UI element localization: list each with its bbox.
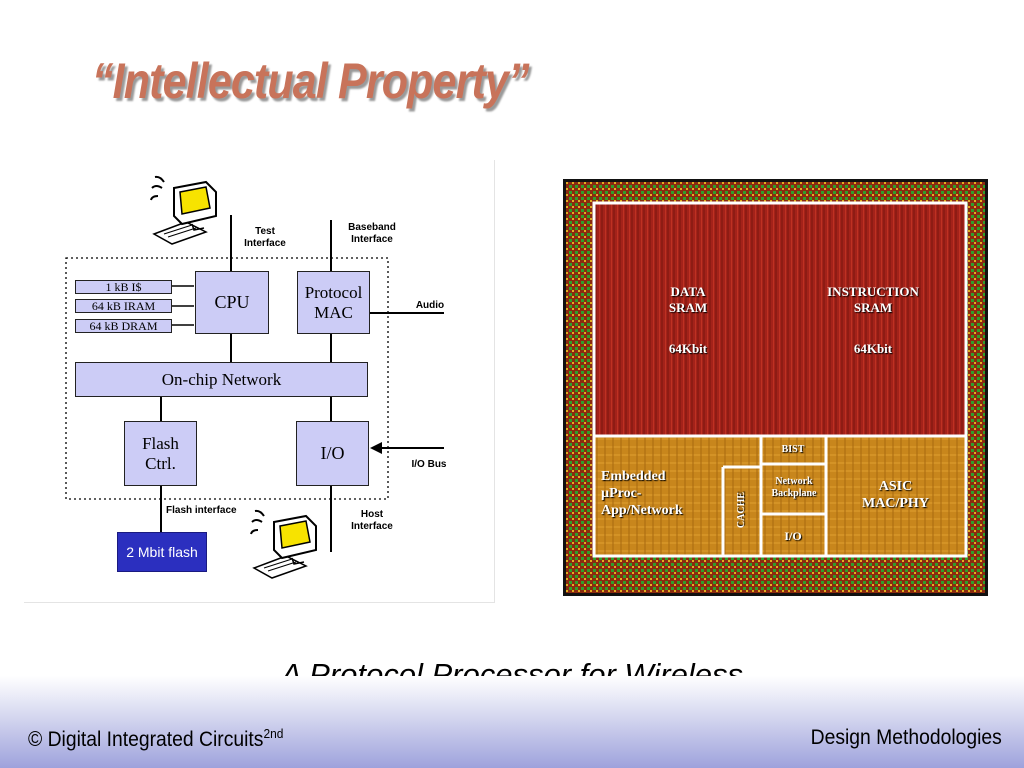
logic-region xyxy=(594,436,966,556)
cache-label: CACHE xyxy=(736,491,747,529)
data-sram-size: 64Kbit xyxy=(668,341,708,356)
audio-label: Audio xyxy=(415,300,445,311)
instruction-sram-label: INSTRUCTION SRAM xyxy=(827,284,919,315)
flash-ctrl-block: Flash Ctrl. xyxy=(124,421,197,486)
io-block: I/O xyxy=(296,421,369,486)
flash-memory-block: 2 Mbit flash xyxy=(117,532,207,572)
block-diagram: Test Interface Baseband Interface Audio … xyxy=(24,160,495,603)
slide-title: “Intellectual Property” xyxy=(92,53,529,109)
cpu-block: CPU xyxy=(195,271,269,334)
test-interface-label: Test Interface xyxy=(244,226,286,249)
data-sram-label: DATA SRAM xyxy=(668,284,708,315)
die-photo: DATA SRAM 64Kbit INSTRUCTION SRAM 64Kbit… xyxy=(563,179,988,596)
network-backplane-label: Network Backplane xyxy=(771,476,817,499)
footer-edition: 2nd xyxy=(263,726,284,741)
core-outline xyxy=(592,201,968,558)
protocol-mac-block: Protocol MAC xyxy=(297,271,370,334)
baseband-interface-label: Baseband Interface xyxy=(348,222,396,245)
footer-chapter: Design Methodologies xyxy=(810,726,1002,749)
die-io-label: I/O xyxy=(784,529,802,543)
asic-label: ASIC MAC/PHY xyxy=(862,479,929,511)
icache-block: 1 kB I$ xyxy=(75,280,172,294)
computer-icon-2 xyxy=(250,509,317,579)
block-diagram-wires xyxy=(65,175,444,579)
iram-block: 64 kB IRAM xyxy=(75,299,172,313)
host-interface-label: Host Interface xyxy=(351,509,393,532)
chip-boundary xyxy=(65,257,389,500)
bist-label: BIST xyxy=(781,444,805,455)
on-chip-network-block: On-chip Network xyxy=(75,362,368,397)
io-bus-arrow xyxy=(370,442,382,454)
dram-block: 64 kB DRAM xyxy=(75,319,172,333)
embedded-proc-label: Embedded µProc- App/Network xyxy=(601,469,683,518)
io-bus-label: I/O Bus xyxy=(411,459,447,470)
die-photo-graphic xyxy=(563,179,988,596)
computer-icon xyxy=(150,175,217,245)
footer-band xyxy=(0,676,1024,768)
footer-copyright: © Digital Integrated Circuits2nd xyxy=(28,726,284,751)
flash-interface-label: Flash interface xyxy=(166,505,237,516)
sram-region xyxy=(594,203,966,436)
instruction-sram-size: 64Kbit xyxy=(853,341,893,356)
